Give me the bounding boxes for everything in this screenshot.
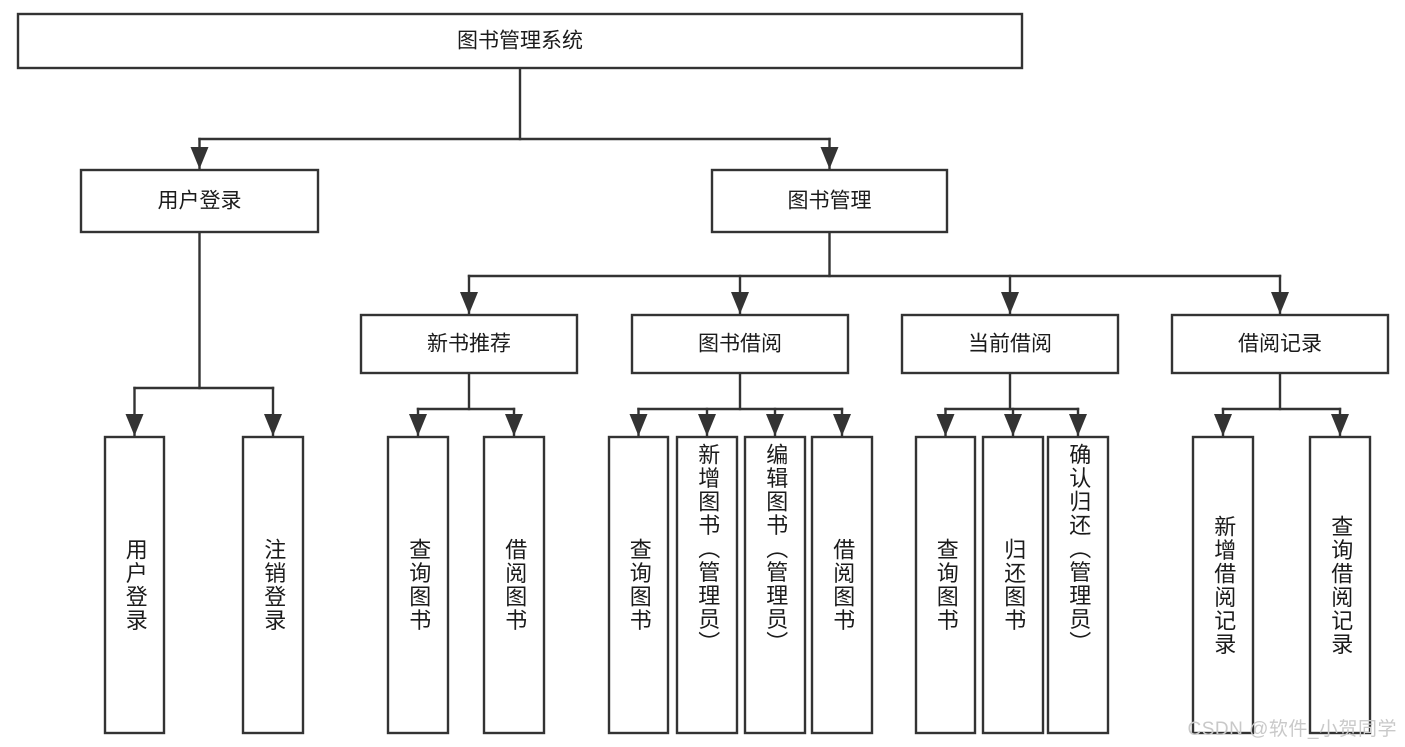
node-leaf-10[interactable] bbox=[1046, 435, 1110, 735]
node-level3-0[interactable]: 新书推荐 bbox=[359, 313, 579, 375]
node-label: 新书推荐 bbox=[427, 333, 511, 356]
node-root-system[interactable]: 图书管理系统 bbox=[16, 12, 1024, 70]
node-level3-3[interactable]: 借阅记录 bbox=[1170, 313, 1390, 375]
node-leaf-2[interactable] bbox=[386, 435, 450, 735]
node-leaf-6[interactable] bbox=[743, 435, 807, 735]
node-leaf-0[interactable] bbox=[103, 435, 166, 735]
node-label: 用户登录 bbox=[158, 190, 242, 213]
node-level2-1[interactable]: 图书管理 bbox=[710, 168, 949, 234]
node-leaf-12[interactable] bbox=[1308, 435, 1372, 735]
node-leaf-1[interactable] bbox=[241, 435, 305, 735]
node-label: 图书借阅 bbox=[698, 333, 782, 356]
node-leaf-8[interactable] bbox=[914, 435, 977, 735]
node-leaf-4[interactable] bbox=[607, 435, 670, 735]
watermark-text: CSDN @软件_小贺同学 bbox=[1187, 719, 1397, 740]
node-label: 图书管理 bbox=[788, 190, 872, 213]
node-leaf-3[interactable] bbox=[482, 435, 546, 735]
node-label: 图书管理系统 bbox=[457, 30, 583, 53]
node-label: 当前借阅 bbox=[968, 333, 1052, 356]
node-leaf-5[interactable] bbox=[675, 435, 739, 735]
node-level2-0[interactable]: 用户登录 bbox=[79, 168, 320, 234]
node-leaf-7[interactable] bbox=[810, 435, 874, 735]
node-leaf-11[interactable] bbox=[1191, 435, 1255, 735]
node-leaf-9[interactable] bbox=[981, 435, 1045, 735]
node-level3-2[interactable]: 当前借阅 bbox=[900, 313, 1120, 375]
node-level3-1[interactable]: 图书借阅 bbox=[630, 313, 850, 375]
node-label: 借阅记录 bbox=[1238, 333, 1322, 356]
